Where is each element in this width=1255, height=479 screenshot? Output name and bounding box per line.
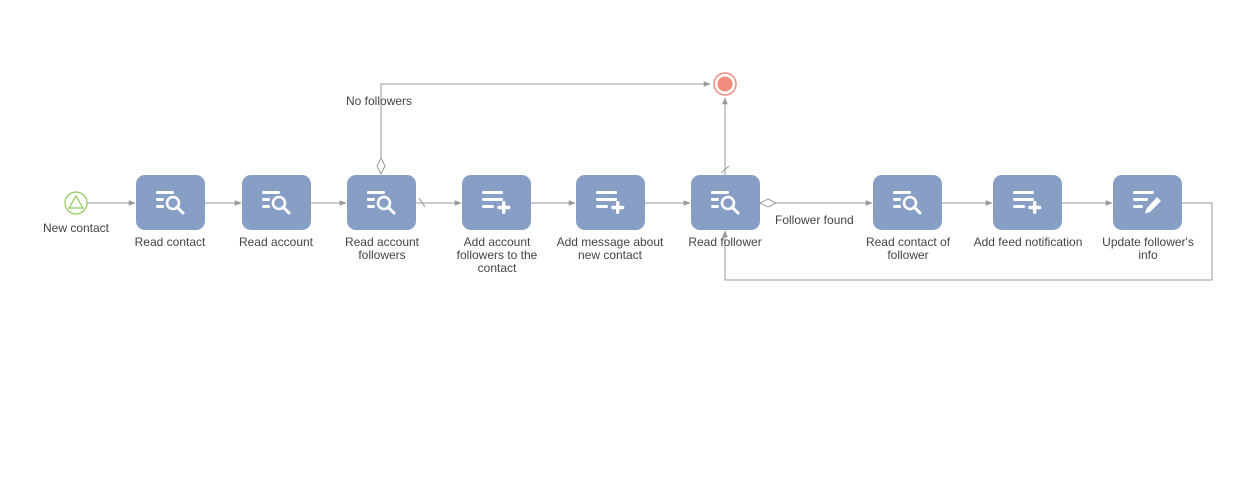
- read-data-icon: [711, 191, 740, 215]
- task-read-follower[interactable]: [691, 175, 760, 230]
- task-read-follower-label: Read follower: [688, 235, 762, 249]
- flow-loop-back[interactable]: [722, 202, 1213, 281]
- task-update-follower-info-label: Update follower's info: [1102, 235, 1194, 262]
- task-add-message[interactable]: [576, 175, 645, 230]
- flow-label-follower-found: Follower found: [775, 213, 854, 227]
- task-read-contact-of-follower-label: Read contact of follower: [865, 235, 951, 262]
- task-read-contact-of-follower[interactable]: [873, 175, 942, 230]
- flow-label-no-followers: No followers: [346, 94, 413, 108]
- task-read-account-label: Read account: [238, 235, 314, 249]
- default-flow-slash: [418, 197, 426, 208]
- task-read-contact[interactable]: [136, 175, 205, 230]
- start-event-label: New contact: [42, 221, 110, 235]
- start-event[interactable]: [64, 191, 88, 215]
- modify-data-icon: [1133, 191, 1161, 214]
- task-update-follower-info[interactable]: [1113, 175, 1182, 230]
- task-read-account[interactable]: [242, 175, 311, 230]
- task-add-message-label: Add message about new contact: [556, 235, 664, 262]
- read-data-icon: [262, 191, 291, 215]
- flow-no-followers[interactable]: [380, 81, 711, 166]
- read-data-icon: [367, 191, 396, 215]
- task-add-feed-notification-label: Add feed notification: [973, 235, 1083, 249]
- read-data-icon: [156, 191, 185, 215]
- task-add-feed-notification[interactable]: [993, 175, 1062, 230]
- task-add-account-followers[interactable]: [462, 175, 531, 230]
- add-data-icon: [482, 191, 511, 214]
- default-flow-slash-2: [720, 165, 730, 174]
- conditional-diamond-follower-found: [758, 198, 778, 208]
- task-read-account-followers[interactable]: [347, 175, 416, 230]
- task-read-account-followers-label: Read account followers: [344, 235, 420, 262]
- add-data-icon: [1013, 191, 1042, 214]
- task-read-contact-label: Read contact: [134, 235, 206, 249]
- conditional-diamond-no-followers: [376, 156, 386, 176]
- read-data-icon: [893, 191, 922, 215]
- add-data-icon: [596, 191, 625, 214]
- task-add-account-followers-label: Add account followers to the contact: [456, 235, 538, 275]
- end-event[interactable]: [713, 72, 737, 96]
